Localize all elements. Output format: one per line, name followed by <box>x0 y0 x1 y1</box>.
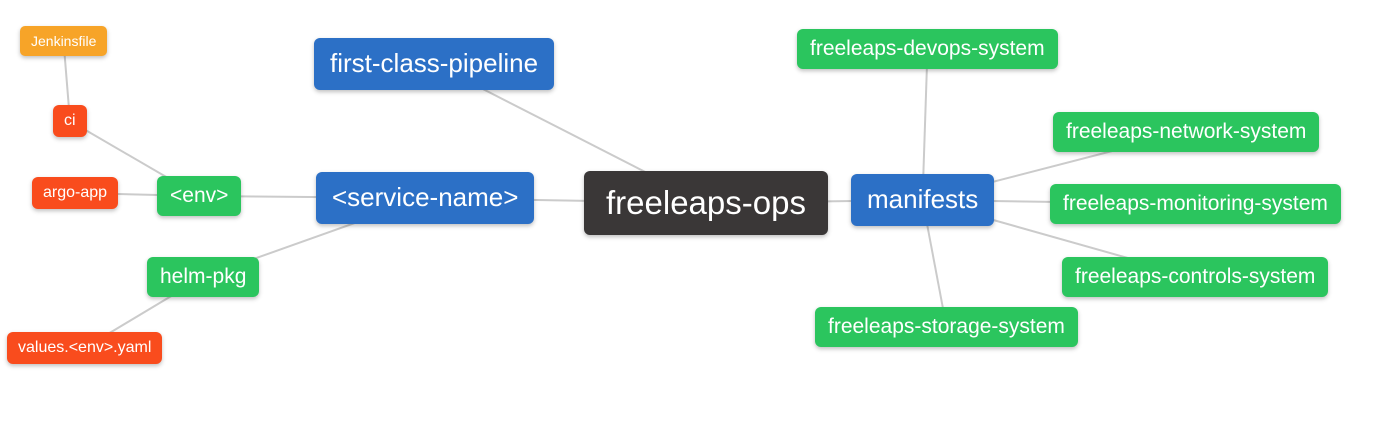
node-first-class-pipeline[interactable]: first-class-pipeline <box>314 38 555 90</box>
node-env[interactable]: <env> <box>157 176 242 217</box>
node-ci[interactable]: ci <box>53 105 87 138</box>
node-values-env-yaml[interactable]: values.<env>.yaml <box>7 332 163 365</box>
node-manifests[interactable]: manifests <box>851 174 995 226</box>
node-service-name[interactable]: <service-name> <box>316 172 535 224</box>
node-storage-system[interactable]: freeleaps-storage-system <box>815 307 1078 348</box>
node-monitoring-system[interactable]: freeleaps-monitoring-system <box>1050 184 1341 225</box>
node-jenkinsfile[interactable]: Jenkinsfile <box>20 26 108 57</box>
node-helm-pkg[interactable]: helm-pkg <box>147 257 260 298</box>
node-controls-system[interactable]: freeleaps-controls-system <box>1062 257 1329 298</box>
node-freeleaps-ops[interactable]: freeleaps-ops <box>584 171 828 235</box>
node-argo-app[interactable]: argo-app <box>32 177 119 210</box>
node-devops-system[interactable]: freeleaps-devops-system <box>797 29 1058 70</box>
node-network-system[interactable]: freeleaps-network-system <box>1053 112 1320 153</box>
